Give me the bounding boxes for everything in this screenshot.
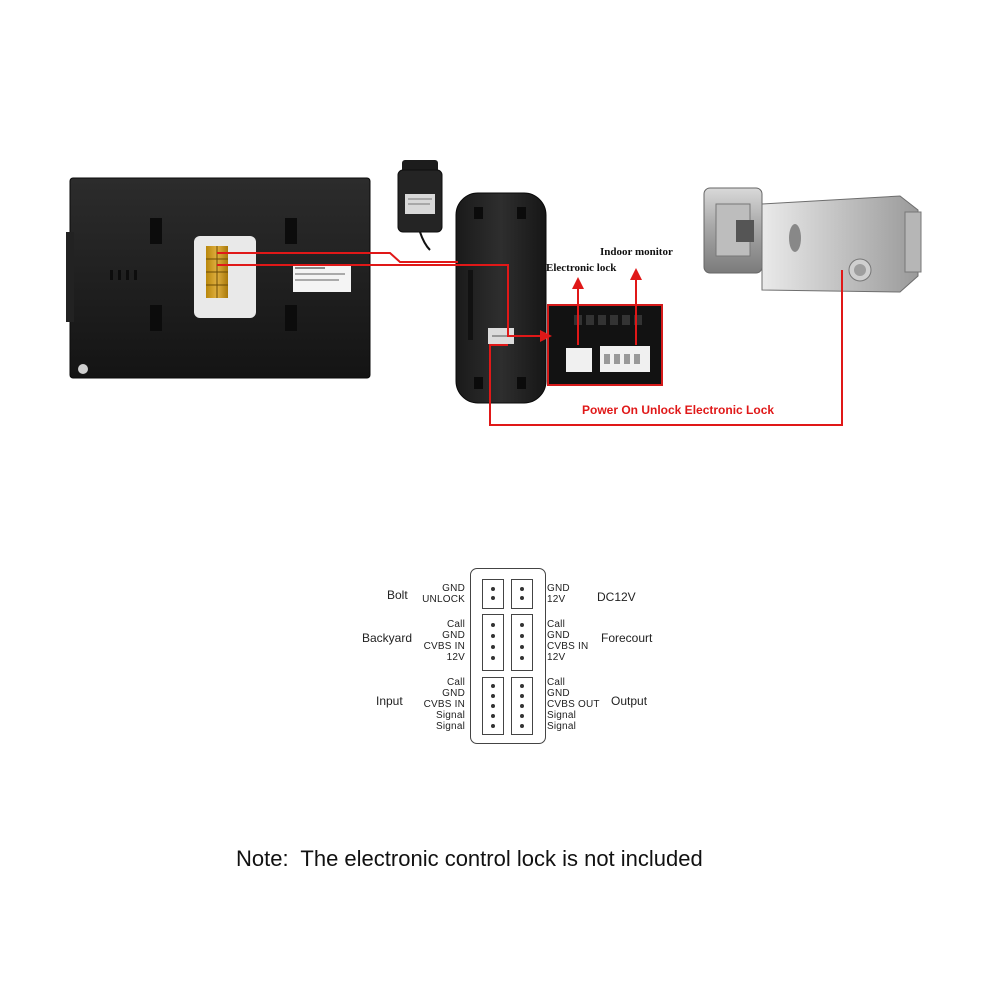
group-label-output: Output (611, 694, 648, 708)
pin-label: CVBS IN (423, 641, 465, 652)
group-label-dc12v: DC12V (597, 590, 636, 604)
note-text: Note: The electronic control lock is not… (236, 846, 703, 871)
pin-label: 12V (446, 652, 465, 663)
pin-label: GND (442, 583, 465, 594)
pins-left-input: Call GND CVBS IN Signal Signal (412, 677, 465, 732)
pins-left-backyard: Call GND CVBS IN 12V (412, 619, 465, 663)
pin-label: CVBS IN (547, 641, 589, 652)
connector-left-bolt (482, 579, 504, 609)
connector-left-backyard (482, 614, 504, 671)
connector-right-output (511, 677, 533, 735)
pins-left-bolt: GND UNLOCK (412, 583, 465, 605)
connector-right-forecourt (511, 614, 533, 671)
pin-label: 12V (547, 652, 566, 663)
pin-label: Call (547, 619, 566, 630)
label-power-on-unlock: Power On Unlock Electronic Lock (582, 403, 775, 417)
group-label-backyard: Backyard (362, 631, 413, 645)
pin-label: 12V (547, 594, 566, 605)
pin-label: Signal (436, 721, 465, 732)
connector-left-input (482, 677, 504, 735)
pins-right-output: Call GND CVBS OUT Signal Signal (547, 677, 600, 732)
electronic-lock (703, 187, 922, 293)
connector-right-dc12v (511, 579, 533, 609)
pin-label: UNLOCK (422, 594, 465, 605)
pin-label: Call (446, 677, 465, 688)
label-indoor-monitor: Indoor monitor (600, 246, 673, 258)
red-wiring (217, 252, 843, 426)
pin-label: Call (446, 619, 465, 630)
pin-label: Call (547, 677, 566, 688)
pins-right-dc12v: GND 12V (547, 583, 570, 605)
group-label-bolt: Bolt (387, 588, 408, 602)
pin-label: Signal (547, 710, 576, 721)
pin-label: GND (442, 688, 465, 699)
pin-label: GND (547, 630, 570, 641)
pin-label: GND (442, 630, 465, 641)
pin-label: GND (547, 583, 570, 594)
power-adapter (397, 160, 443, 251)
pin-label: Signal (547, 721, 576, 732)
pins-right-forecourt: Call GND CVBS IN 12V (547, 619, 588, 663)
group-label-forecourt: Forecourt (601, 631, 653, 645)
group-label-input: Input (376, 694, 403, 708)
indoor-monitor-back (66, 177, 371, 379)
pin-label: Signal (436, 710, 465, 721)
pin-label: CVBS IN (423, 699, 465, 710)
label-electronic-lock: Electronic lock (546, 262, 617, 274)
pin-label: CVBS OUT (547, 699, 600, 710)
arrow-heads (540, 268, 642, 342)
terminal-block-outline (470, 568, 546, 744)
pin-label: GND (547, 688, 570, 699)
connector-closeup (547, 304, 663, 386)
outdoor-camera-unit (455, 192, 547, 404)
